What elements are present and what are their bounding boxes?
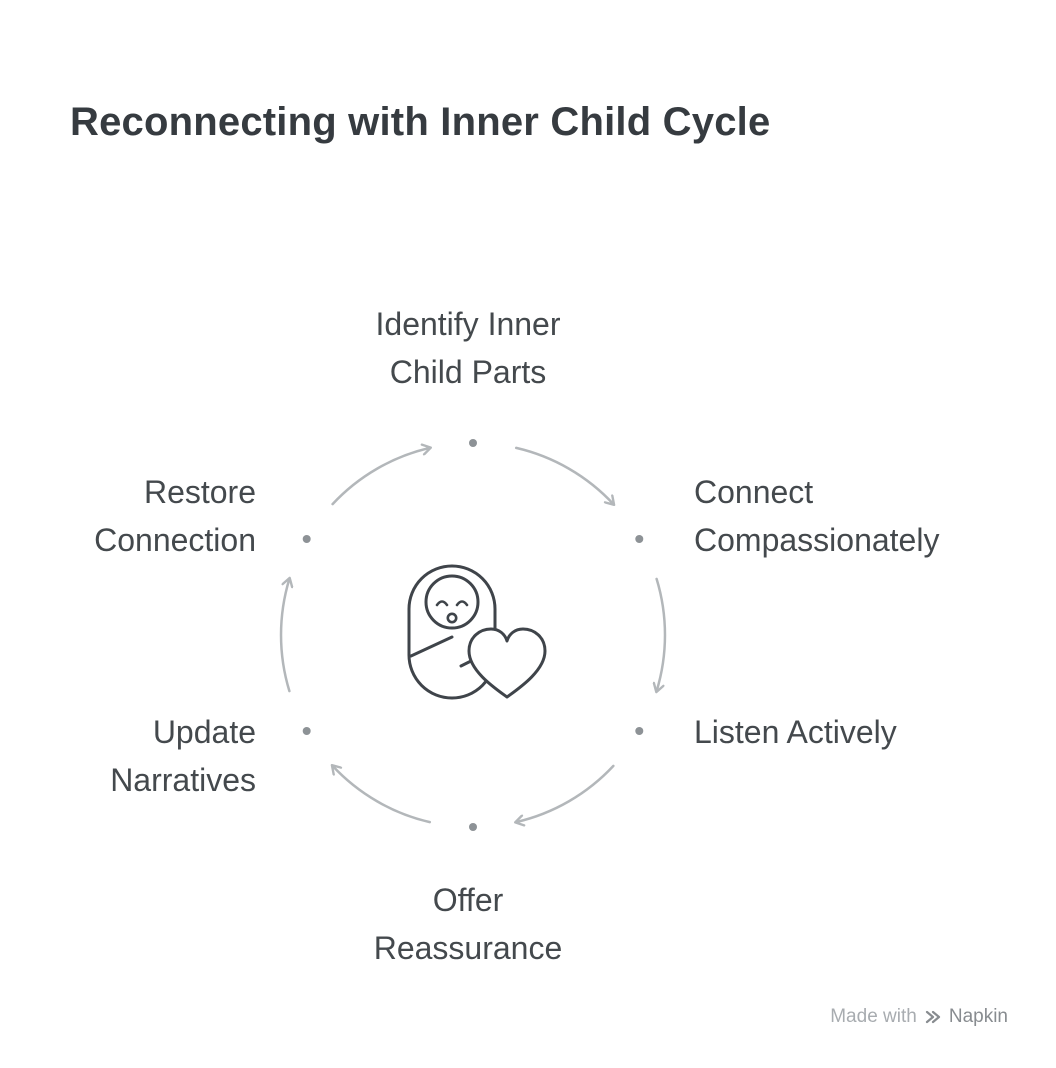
swaddled-baby-with-heart-icon bbox=[407, 564, 547, 700]
cycle-arrow-right bbox=[657, 577, 667, 691]
watermark-made-with-text: Made with bbox=[830, 1006, 917, 1027]
watermark-brand-text: Napkin bbox=[948, 1006, 1008, 1027]
cycle-dots bbox=[302, 439, 644, 831]
cycle-arrow-bottom-right bbox=[516, 764, 615, 822]
cycle-step-listen-actively: Listen Actively bbox=[694, 714, 897, 750]
cycle-arrow-top-right bbox=[514, 446, 613, 504]
cycle-arrow-bottom-left bbox=[333, 766, 432, 824]
cycle-arrows bbox=[279, 446, 667, 824]
napkin-watermark[interactable]: Made with Napkin bbox=[830, 1006, 1008, 1028]
cycle-step-restore-connection: Restore Connection bbox=[94, 474, 256, 558]
cycle-step-offer-reassurance: Offer Reassurance bbox=[373, 882, 563, 966]
cycle-step-update-narratives: Update Narratives bbox=[110, 714, 256, 798]
cycle-dot-top bbox=[469, 439, 477, 447]
cycle-step-identify-inner-child-parts: Identify Inner Child Parts bbox=[375, 306, 561, 390]
cycle-dot-lower-left bbox=[302, 727, 311, 735]
cycle-dot-lower-right bbox=[635, 727, 644, 735]
page-title: Reconnecting with Inner Child Cycle bbox=[70, 100, 771, 144]
cycle-arrow-left bbox=[279, 579, 289, 693]
cycle-dot-upper-right bbox=[635, 535, 644, 543]
cycle-step-connect-compassionately: Connect Compassionately bbox=[694, 474, 940, 558]
cycle-arrow-top-left bbox=[331, 448, 430, 506]
cycle-dot-upper-left bbox=[302, 535, 311, 543]
napkin-logo-icon bbox=[925, 1010, 940, 1024]
cycle-dot-bottom bbox=[469, 823, 477, 831]
